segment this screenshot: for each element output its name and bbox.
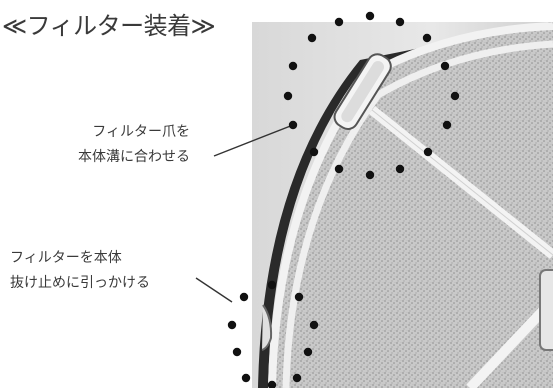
callout-line: 抜け止めに引っかける (10, 275, 150, 291)
callout-line: フィルター爪を (92, 124, 190, 140)
callout-claw-alignment: フィルター爪を 本体溝に合わせる (60, 120, 190, 170)
photo-content (252, 22, 553, 388)
callout-stopper-hook: フィルターを本体 抜け止めに引っかける (10, 246, 150, 296)
dotted-circle-top (283, 11, 460, 180)
page-title: ≪フィルター装着≫ (2, 12, 216, 40)
leader-line-top (213, 124, 294, 157)
callout-line: 本体溝に合わせる (78, 149, 190, 165)
leader-line-bottom (195, 277, 233, 303)
dotted-circle-bottom (227, 280, 319, 388)
callout-line: フィルターを本体 (10, 250, 122, 266)
